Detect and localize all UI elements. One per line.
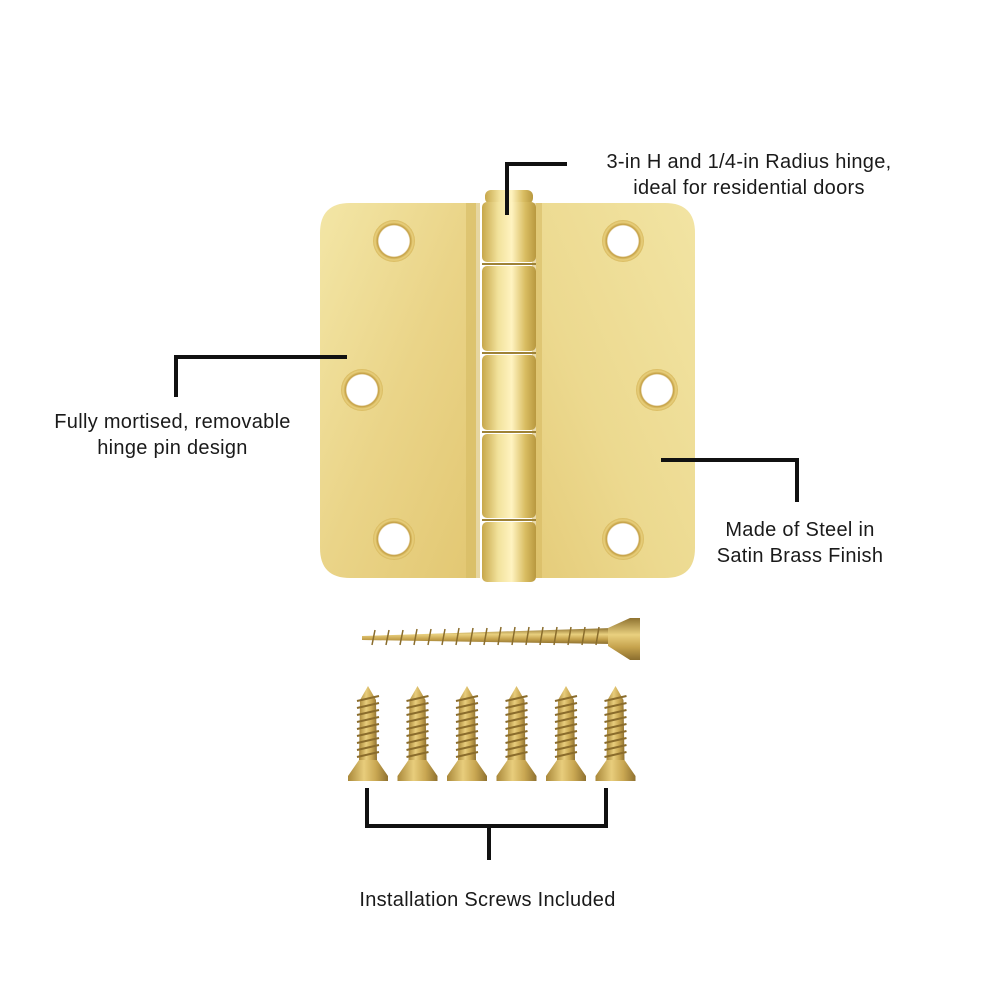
callout-bottom-line1: Installation Screws Included: [359, 889, 616, 911]
short-screw: [447, 686, 487, 781]
short-screw: [496, 686, 537, 781]
leader-line-bottom: [365, 788, 608, 828]
callout-right-line2: Satin Brass Finish: [716, 545, 884, 567]
short-screws: [348, 686, 636, 781]
hinge-left-leaf: [320, 203, 476, 578]
callout-right-line1: Made of Steel in: [725, 519, 875, 541]
short-screw: [397, 686, 438, 781]
hinge-screw-holes: [341, 220, 678, 560]
hinge: [320, 190, 695, 582]
long-screw: [362, 618, 640, 660]
short-screw: [546, 686, 586, 781]
callout-size-radius: 3-in H and 1/4-in Radius hinge, ideal fo…: [589, 149, 909, 201]
callout-left-line1: Fully mortised, removable: [54, 411, 291, 433]
hinge-knuckles: [482, 202, 536, 582]
hinge-right-leaf: [536, 203, 695, 578]
callout-top-line2: ideal for residential doors: [633, 177, 865, 199]
callout-material-finish: Made of Steel in Satin Brass Finish: [700, 517, 900, 569]
callout-left-line2: hinge pin design: [97, 437, 248, 459]
callout-screws-included: Installation Screws Included: [300, 887, 675, 913]
leader-line-right: [661, 458, 799, 502]
short-screw: [595, 686, 636, 781]
callout-mortise-pin: Fully mortised, removable hinge pin desi…: [30, 409, 315, 461]
callout-top-line1: 3-in H and 1/4-in Radius hinge,: [606, 151, 892, 173]
leader-lines: [174, 162, 799, 860]
leader-line-left: [174, 355, 347, 397]
leader-line-top: [505, 162, 567, 215]
short-screw: [348, 686, 388, 781]
